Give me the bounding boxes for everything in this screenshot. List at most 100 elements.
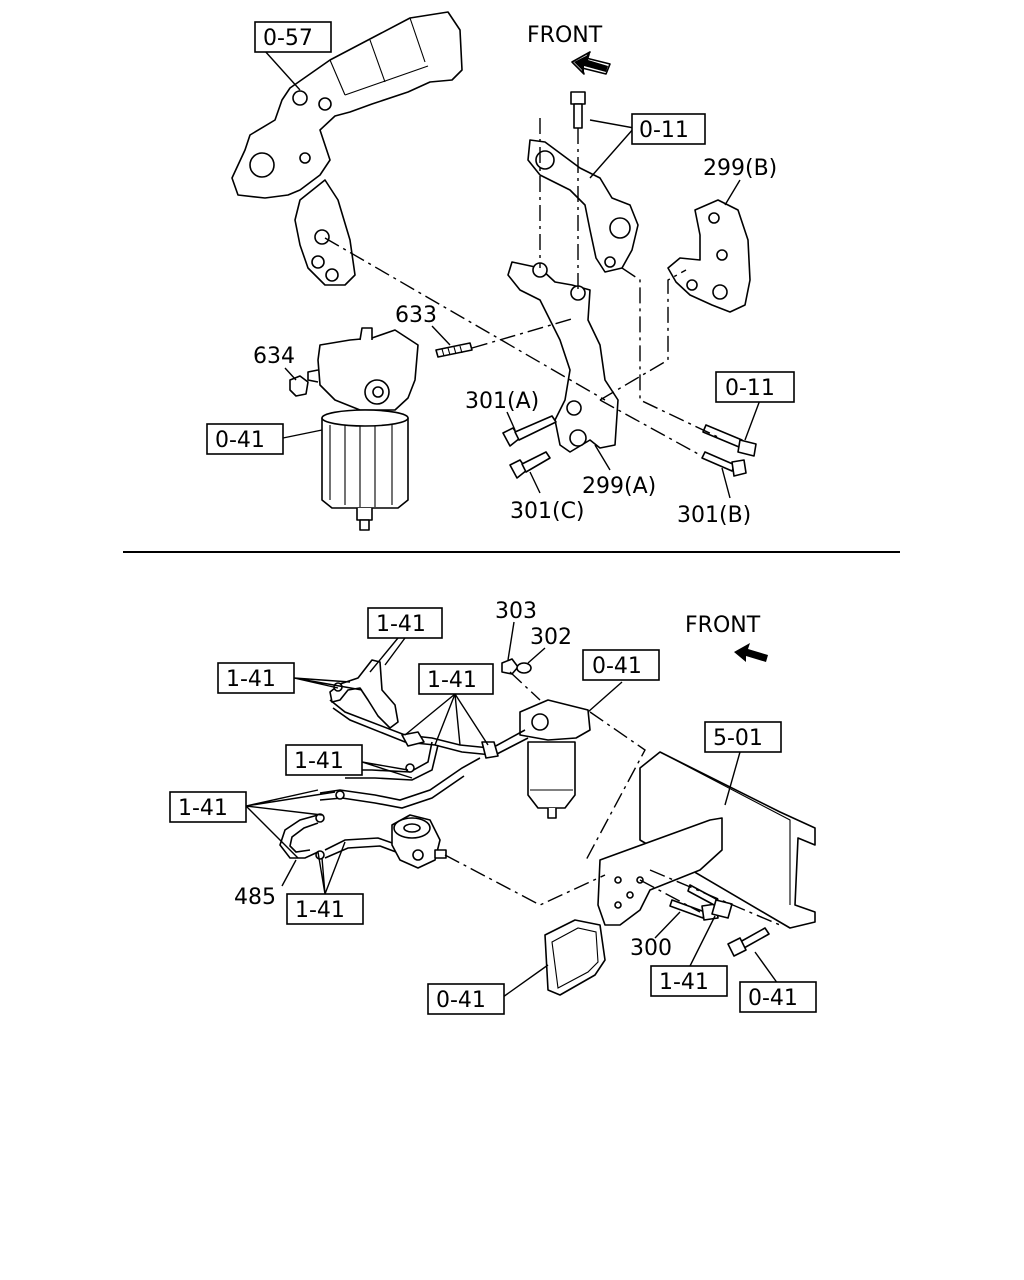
ref-141-f: 1-41 — [295, 898, 345, 923]
leader — [724, 751, 741, 806]
part-299a: 299(A) — [582, 474, 656, 499]
leader — [369, 637, 406, 673]
ref-box — [286, 893, 364, 925]
part-633: 633 — [395, 303, 437, 328]
leader — [506, 411, 516, 431]
leader — [689, 915, 716, 967]
engine-housing — [231, 11, 463, 286]
bolt-top — [570, 91, 586, 129]
leader — [361, 761, 413, 779]
front-arrow-icon — [571, 51, 611, 75]
dash-line — [324, 237, 606, 401]
dash-line — [639, 879, 701, 913]
front-label-bottom: FRONT — [685, 613, 761, 638]
ref-141-a: 1-41 — [376, 612, 426, 637]
dash-line — [509, 671, 541, 701]
ref-box — [704, 721, 782, 753]
washer-302 — [516, 662, 532, 674]
bolt-141 — [687, 884, 733, 919]
ref-501: 5-01 — [713, 726, 763, 751]
bolt-011 — [702, 424, 757, 457]
ref-box — [367, 607, 443, 639]
leader — [431, 325, 451, 346]
leader — [293, 677, 363, 691]
part-300: 300 — [630, 936, 672, 961]
leader — [594, 444, 611, 471]
fuel-filter-top — [307, 327, 419, 531]
bolt-041 — [727, 927, 770, 957]
leader — [527, 647, 546, 664]
bolt-301b — [701, 451, 747, 477]
ref-041-b: 0-41 — [436, 988, 486, 1013]
ref-box — [285, 744, 363, 776]
dash-line — [584, 711, 646, 863]
nut-634 — [289, 375, 309, 397]
mounting-bracket — [544, 817, 723, 996]
leader — [282, 429, 323, 439]
front-arrow-icon — [734, 643, 768, 662]
ref-box — [631, 113, 706, 145]
leader — [502, 964, 549, 998]
part-301c: 301(C) — [510, 499, 585, 524]
ref-box — [418, 663, 494, 695]
ref-041-a: 0-41 — [592, 654, 642, 679]
part-299b: 299(B) — [703, 156, 777, 181]
leader — [654, 911, 681, 939]
frame-rail — [639, 751, 816, 929]
leader — [744, 399, 761, 441]
ref-141-g: 1-41 — [659, 970, 709, 995]
stud-633 — [435, 342, 473, 358]
bracket-299b — [667, 199, 751, 313]
leader — [404, 693, 489, 746]
fuel-filter-bottom — [519, 699, 591, 819]
front-label-top: FRONT — [527, 23, 603, 48]
ref-041-top: 0-41 — [215, 428, 265, 453]
ref-011-lower: 0-11 — [725, 376, 775, 401]
ref-141-e: 1-41 — [178, 796, 228, 821]
leader — [724, 179, 741, 206]
ref-box — [582, 649, 660, 681]
bolt-301a — [502, 415, 557, 447]
part-302: 302 — [530, 625, 572, 650]
ref-141-b: 1-41 — [226, 667, 276, 692]
ref-box — [217, 662, 295, 694]
leader — [754, 951, 779, 985]
part-301a: 301(A) — [465, 389, 539, 414]
dash-line — [471, 317, 576, 349]
leader — [529, 471, 541, 494]
leader — [284, 367, 297, 381]
ref-box — [254, 21, 332, 53]
priming-pump — [391, 814, 447, 869]
part-301b: 301(B) — [677, 503, 751, 528]
dash-line — [599, 399, 701, 456]
dash-line — [599, 269, 687, 401]
ref-box — [715, 371, 795, 403]
leader — [281, 859, 297, 887]
ref-057: 0-57 — [263, 26, 313, 51]
ref-141-c: 1-41 — [427, 668, 477, 693]
dash-line — [649, 869, 781, 926]
upper-bracket — [527, 139, 639, 273]
ref-box — [427, 983, 505, 1015]
bracket-299a — [507, 261, 619, 453]
ref-011-upper: 0-11 — [639, 118, 689, 143]
dash-line — [621, 267, 721, 439]
ref-141-d: 1-41 — [294, 749, 344, 774]
ref-box — [739, 981, 817, 1013]
ref-box — [169, 791, 247, 823]
nut-303 — [501, 658, 519, 675]
leader — [245, 789, 336, 859]
ref-box — [206, 423, 284, 455]
bottom-section: FRONT 1-41 303 302 0-41 1-41 1-41 5-01 1… — [169, 599, 817, 1015]
part-485: 485 — [234, 885, 276, 910]
bolt-301c — [509, 451, 551, 479]
part-303: 303 — [495, 599, 537, 624]
dash-line — [444, 854, 606, 906]
leader — [721, 467, 731, 499]
leader — [317, 841, 346, 895]
leader — [507, 621, 515, 661]
part-634: 634 — [253, 344, 295, 369]
ref-041-c: 0-41 — [748, 986, 798, 1011]
ref-box — [650, 965, 728, 997]
